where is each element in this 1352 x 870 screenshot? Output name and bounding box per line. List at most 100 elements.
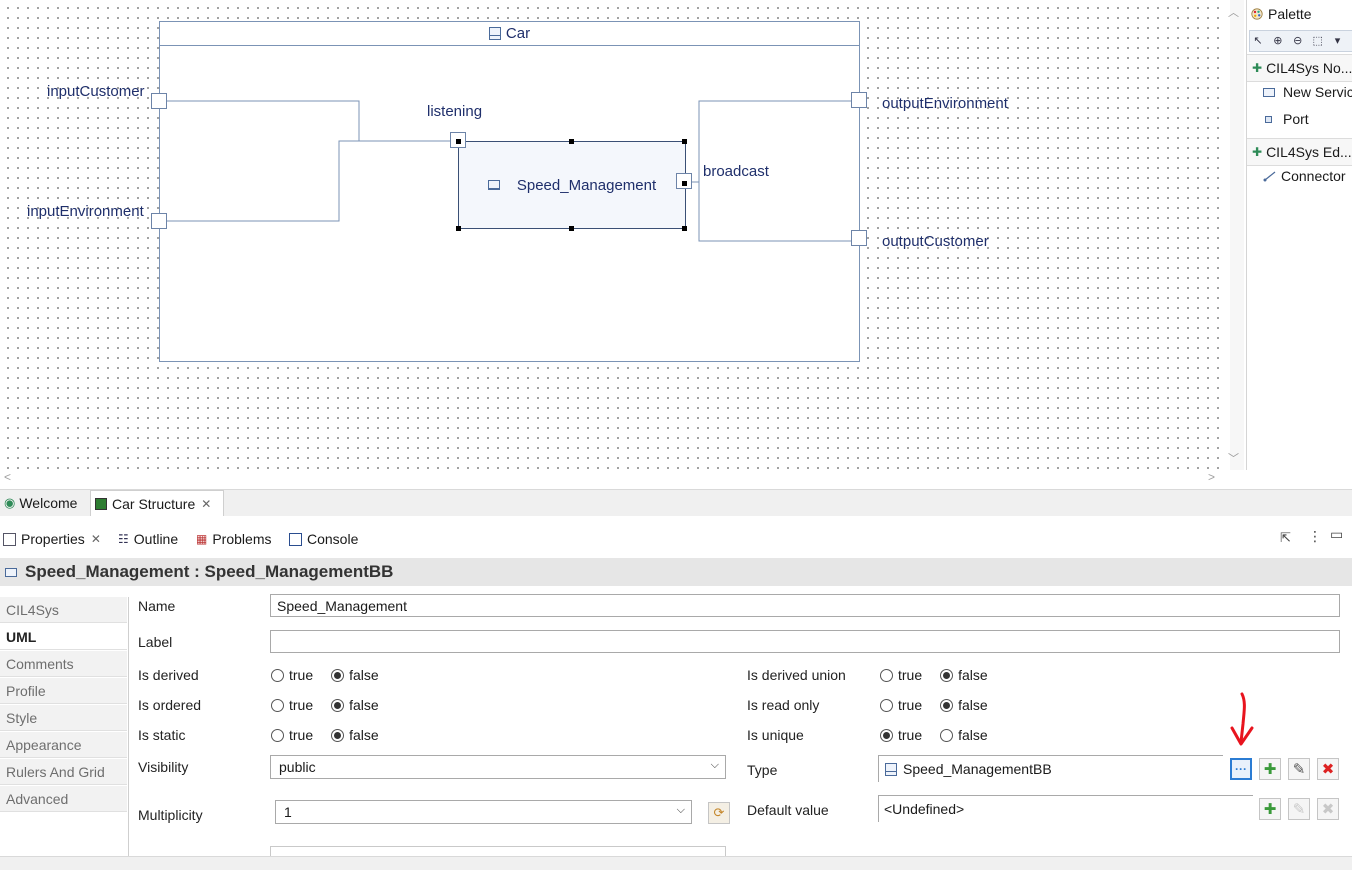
properties-title: Speed_Management : Speed_ManagementBB bbox=[25, 562, 394, 581]
palette-entry-connector[interactable]: Connector bbox=[1263, 168, 1346, 184]
side-tab-profile[interactable]: Profile bbox=[0, 678, 127, 704]
pin-view-icon[interactable]: ⇱ bbox=[1280, 530, 1291, 545]
multiplicity-value: 1 bbox=[284, 804, 292, 820]
add-icon[interactable]: ✚ bbox=[1259, 798, 1281, 820]
properties-icon bbox=[3, 532, 16, 546]
is-read-only-false-radio[interactable] bbox=[940, 698, 954, 712]
is-ordered-true-radio[interactable] bbox=[271, 698, 284, 712]
block-icon bbox=[885, 762, 897, 776]
side-tab-style[interactable]: Style bbox=[0, 705, 127, 731]
is-read-only-label: Is read only bbox=[747, 697, 820, 713]
tab-console[interactable]: Console bbox=[289, 528, 358, 550]
side-tab-advanced[interactable]: Advanced bbox=[0, 786, 127, 812]
is-unique-false-radio[interactable] bbox=[940, 728, 954, 742]
scroll-down-icon[interactable]: ﹀ bbox=[1228, 453, 1239, 465]
property-icon bbox=[5, 567, 17, 577]
vertical-scrollbar[interactable] bbox=[1230, 0, 1244, 470]
is-derived-union-true-radio[interactable] bbox=[880, 668, 893, 682]
add-icon[interactable]: ✚ bbox=[1259, 758, 1281, 780]
is-derived-false-radio[interactable] bbox=[331, 668, 345, 682]
view-menu-icon[interactable]: ⋮ bbox=[1308, 528, 1322, 544]
multiplicity-select[interactable]: 1 ⌵ bbox=[275, 800, 692, 824]
palette-header[interactable]: Palette bbox=[1251, 6, 1312, 22]
is-unique-true-radio[interactable] bbox=[880, 728, 893, 742]
palette-entry-port[interactable]: Port bbox=[1263, 111, 1309, 127]
palette-drawer-edges[interactable]: ✚ CIL4Sys Ed... bbox=[1247, 138, 1352, 166]
chevron-down-icon: ⌵ bbox=[676, 804, 685, 816]
port-output-customer[interactable] bbox=[851, 230, 867, 246]
is-ordered-false-radio[interactable] bbox=[331, 698, 345, 712]
default-value-field[interactable]: <Undefined> bbox=[878, 795, 1253, 822]
selection-handle[interactable] bbox=[682, 139, 687, 144]
selection-handle[interactable] bbox=[682, 181, 687, 186]
visibility-select[interactable]: public ⌵ bbox=[270, 755, 726, 779]
palette-entry-new-service[interactable]: New Servic bbox=[1263, 84, 1352, 100]
speed-management-part[interactable]: Speed_Management bbox=[458, 141, 686, 229]
part-icon bbox=[487, 180, 500, 190]
name-label: Name bbox=[138, 598, 176, 614]
close-icon[interactable]: ✕ bbox=[201, 496, 212, 511]
aggregation-select[interactable] bbox=[270, 846, 726, 856]
palette-title: Palette bbox=[1268, 6, 1312, 22]
name-field[interactable]: Speed_Management bbox=[270, 594, 1340, 617]
selection-handle[interactable] bbox=[456, 226, 461, 231]
is-static-true-radio[interactable] bbox=[271, 728, 284, 742]
is-unique-label: Is unique bbox=[747, 727, 804, 743]
is-read-only-true-radio[interactable] bbox=[880, 698, 893, 712]
select-tool-icon[interactable]: ↖ bbox=[1253, 35, 1263, 47]
port-label-broadcast: broadcast bbox=[703, 163, 769, 180]
side-tab-cil4sys[interactable]: CIL4Sys bbox=[0, 597, 127, 623]
side-tab-appearance[interactable]: Appearance bbox=[0, 732, 127, 758]
delete-icon[interactable]: ✖ bbox=[1317, 758, 1339, 780]
view-tab-bar: Properties ✕ ☷ Outline ▦ Problems Consol… bbox=[0, 524, 1352, 552]
scroll-left-icon[interactable]: < bbox=[4, 470, 12, 484]
palette: Palette ↖ ⊕ ⊖ ⬚ ▾ ▣ ✚ CIL4Sys No... New … bbox=[1246, 0, 1352, 470]
properties-side-tabs: CIL4Sys UML Comments Profile Style Appea… bbox=[0, 597, 129, 869]
tab-problems[interactable]: ▦ Problems bbox=[196, 528, 271, 550]
side-tab-rulers-and-grid[interactable]: Rulers And Grid bbox=[0, 759, 127, 785]
label-field[interactable] bbox=[270, 630, 1340, 653]
port-input-environment[interactable] bbox=[151, 213, 167, 229]
palette-drawer-nodes[interactable]: ✚ CIL4Sys No... bbox=[1247, 54, 1352, 82]
is-derived-true-radio[interactable] bbox=[271, 668, 284, 682]
entry-label: Connector bbox=[1281, 168, 1346, 184]
side-tab-uml[interactable]: UML bbox=[0, 624, 127, 650]
diagram-canvas[interactable]: Car Speed_Management inputCustomer input… bbox=[0, 0, 1224, 470]
port-label-input-customer: inputCustomer bbox=[47, 83, 145, 100]
drawer-label: CIL4Sys No... bbox=[1266, 60, 1352, 76]
side-tab-comments[interactable]: Comments bbox=[0, 651, 127, 677]
connector-input-customer bbox=[167, 100, 458, 142]
dropdown-icon[interactable]: ▾ bbox=[1334, 35, 1341, 47]
type-label: Type bbox=[747, 762, 778, 778]
scroll-up-icon[interactable]: ︿ bbox=[1228, 7, 1239, 19]
zoom-out-icon[interactable]: ⊖ bbox=[1293, 35, 1303, 47]
selection-handle[interactable] bbox=[456, 139, 461, 144]
port-output-environment[interactable] bbox=[851, 92, 867, 108]
is-ordered-label: Is ordered bbox=[138, 697, 202, 713]
selection-handle[interactable] bbox=[569, 226, 574, 231]
close-icon[interactable]: ✕ bbox=[90, 532, 101, 546]
browse-type-button[interactable]: ··· bbox=[1230, 758, 1252, 780]
tab-car-structure[interactable]: Car Structure ✕ bbox=[90, 490, 224, 516]
minimize-icon[interactable]: ▭ bbox=[1330, 526, 1344, 542]
type-field[interactable]: Speed_ManagementBB bbox=[878, 755, 1223, 782]
edit-icon[interactable]: ✎ bbox=[1288, 758, 1310, 780]
drawer-icon: ✚ bbox=[1252, 61, 1263, 75]
port-input-customer[interactable] bbox=[151, 93, 167, 109]
is-static-label: Is static bbox=[138, 727, 186, 743]
selection-handle[interactable] bbox=[569, 139, 574, 144]
type-value: Speed_ManagementBB bbox=[903, 761, 1052, 777]
car-block[interactable]: Car bbox=[159, 21, 860, 362]
is-static-false-radio[interactable] bbox=[331, 728, 345, 742]
tab-welcome[interactable]: ◉ Welcome bbox=[0, 490, 88, 516]
selection-handle[interactable] bbox=[682, 226, 687, 231]
scroll-right-icon[interactable]: > bbox=[1208, 470, 1216, 484]
properties-header: Speed_Management : Speed_ManagementBB bbox=[0, 558, 1352, 586]
tab-outline[interactable]: ☷ Outline bbox=[118, 528, 178, 550]
tab-properties[interactable]: Properties ✕ bbox=[3, 528, 101, 550]
multiplicity-edit-icon[interactable]: ⟳ bbox=[708, 802, 730, 824]
zoom-in-icon[interactable]: ⊕ bbox=[1273, 35, 1283, 47]
is-derived-union-false-radio[interactable] bbox=[940, 668, 954, 682]
marquee-icon[interactable]: ⬚ bbox=[1312, 35, 1323, 47]
port-label-output-environment: outputEnvironment bbox=[882, 95, 1008, 112]
